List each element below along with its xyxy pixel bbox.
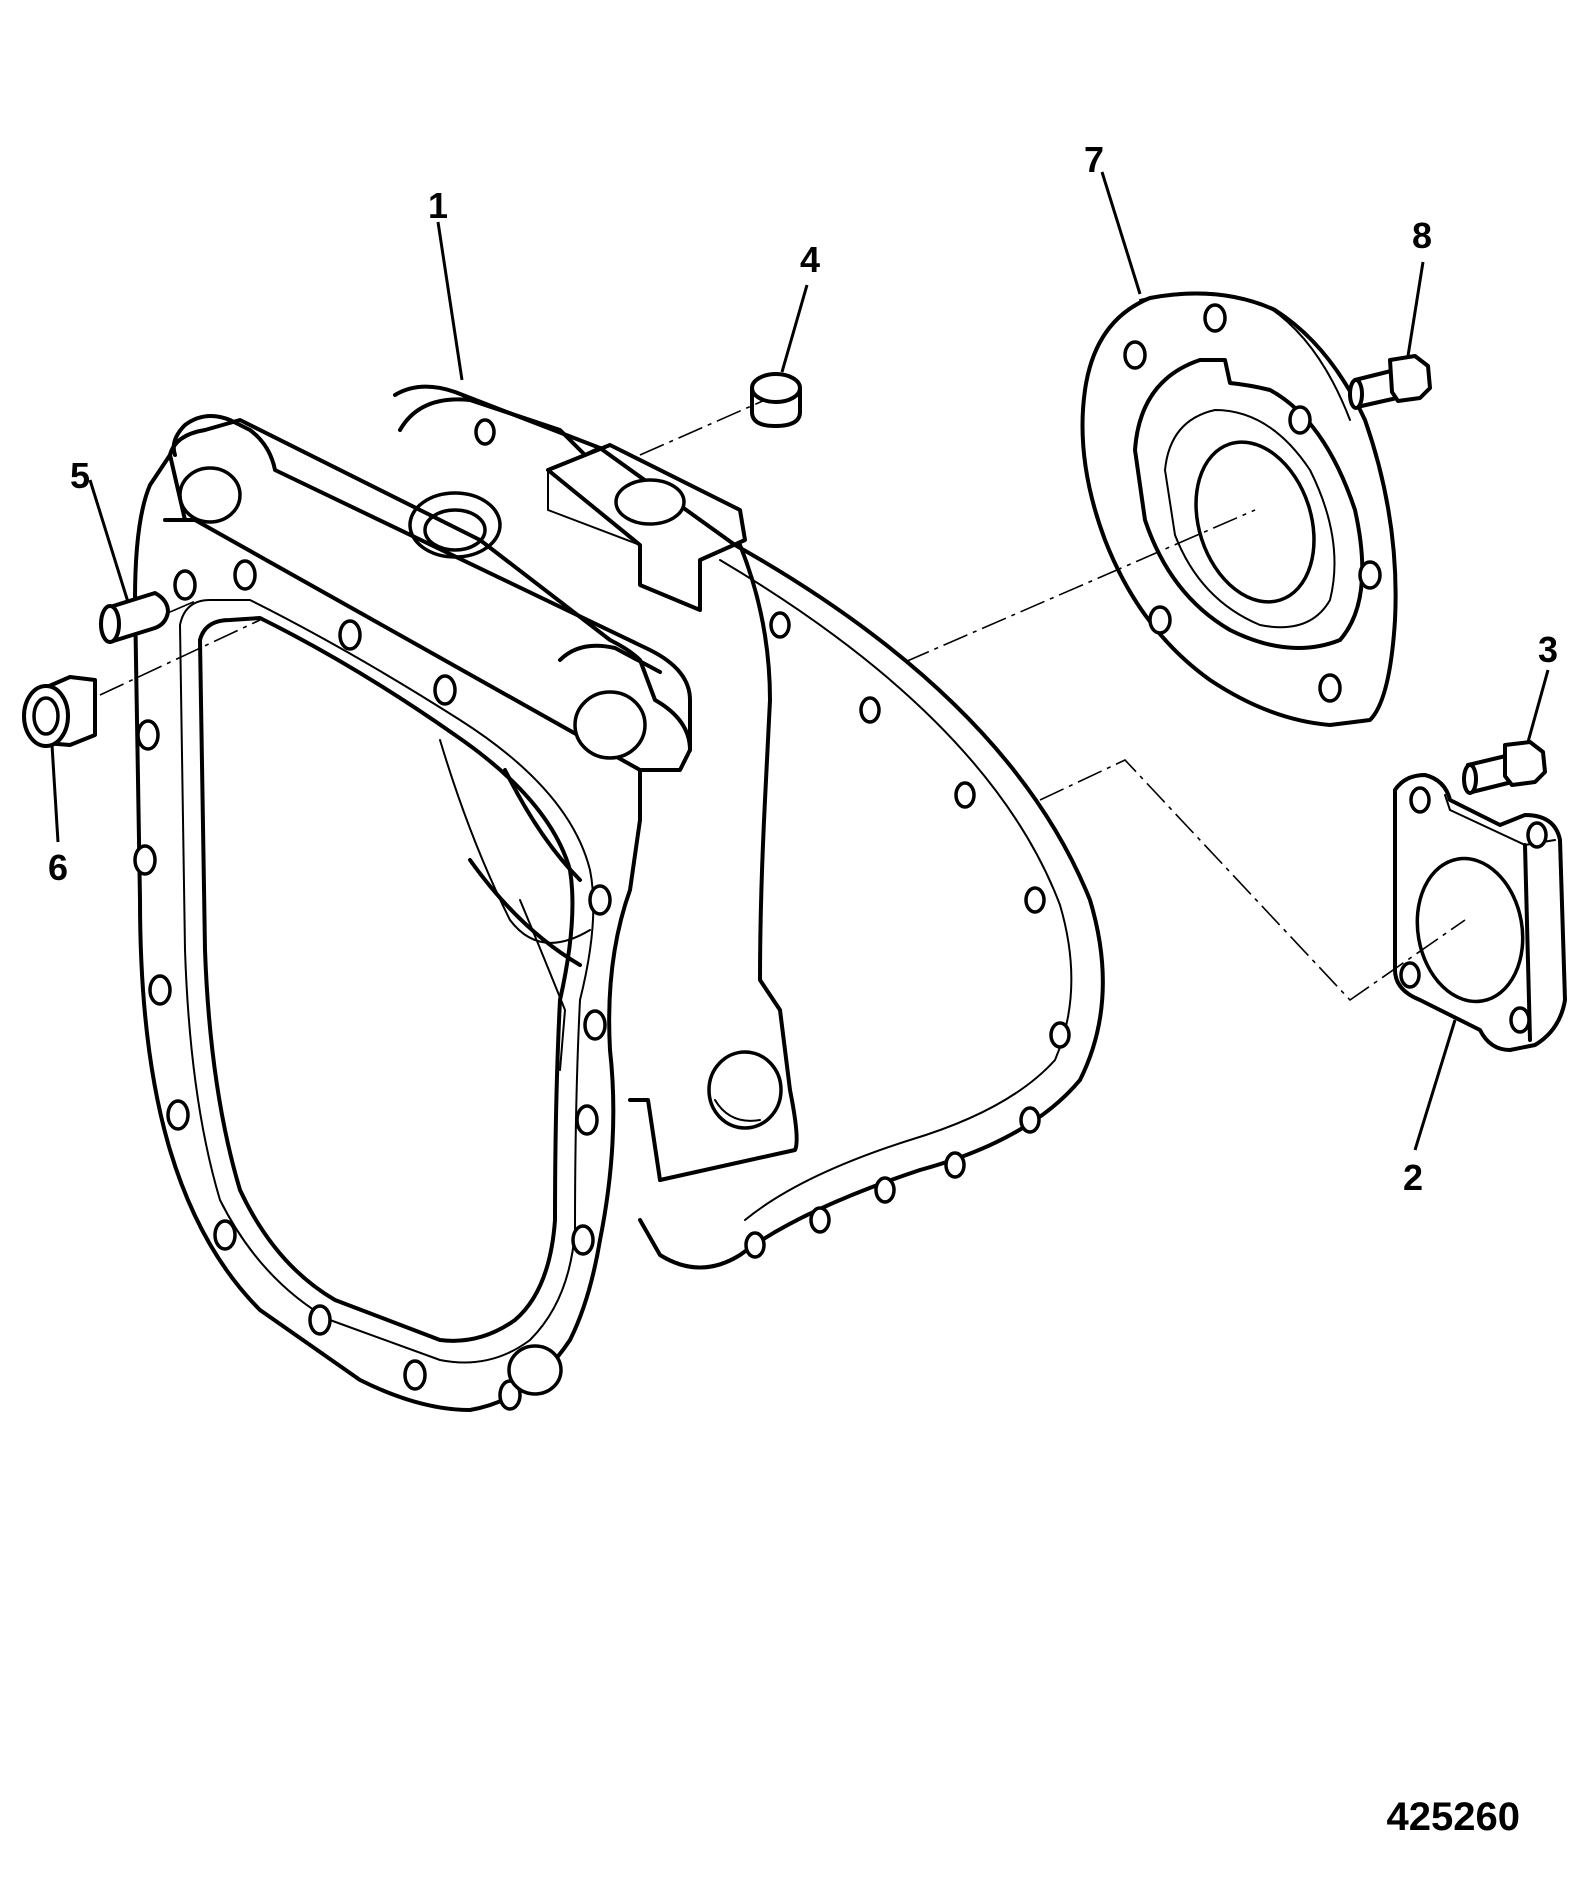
- callout-7: 7: [1084, 139, 1104, 180]
- callout-6: 6: [48, 847, 68, 888]
- flange-plate-part-2: [1393, 773, 1567, 1052]
- seal-housing-part-7: [1080, 291, 1398, 727]
- callout-8: 8: [1412, 215, 1432, 256]
- callout-1: 1: [428, 185, 448, 226]
- rear-face-bolt-holes: [474, 418, 1071, 1259]
- callout-3: 3: [1538, 629, 1558, 670]
- housing-part-1: [133, 384, 1105, 1412]
- callout-5: 5: [70, 455, 90, 496]
- flange-bolt-holes: [133, 559, 612, 1411]
- callout-labels: 1 2 3 4 5 6 7 8: [48, 139, 1558, 1198]
- bolt-part-3: [1462, 740, 1547, 795]
- plug-part-4: [750, 372, 802, 428]
- assembly-center-lines: [99, 399, 1466, 1002]
- figure-reference-number: 425260: [1387, 1795, 1520, 1839]
- callout-2: 2: [1403, 1157, 1423, 1198]
- callout-4: 4: [800, 239, 820, 280]
- bolt-part-8: [1348, 354, 1432, 410]
- leader-lines: [50, 171, 1550, 1151]
- bush-part-6: [22, 675, 97, 748]
- dowel-pin-part-5: [99, 591, 170, 644]
